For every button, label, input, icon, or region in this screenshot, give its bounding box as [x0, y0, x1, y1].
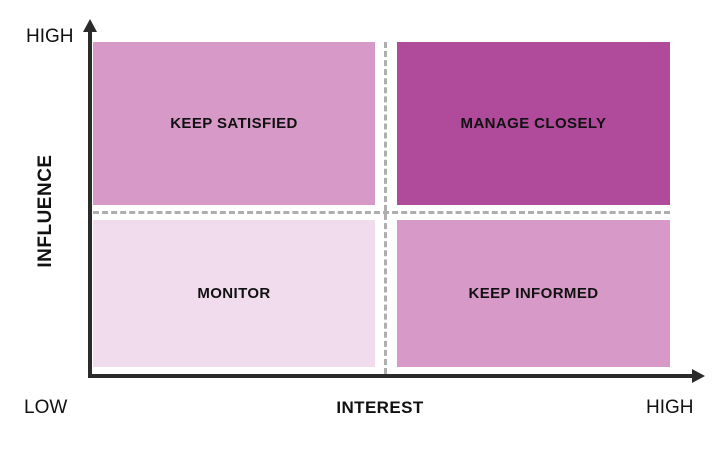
arrow-up-icon — [83, 19, 97, 32]
quadrant-label-keep-informed: KEEP INFORMED — [468, 285, 599, 302]
divider-vertical-dashed — [384, 42, 387, 374]
quadrant-label-monitor: MONITOR — [197, 285, 271, 302]
x-axis-title: INTEREST — [336, 398, 424, 417]
x-axis-high-label: HIGH — [646, 397, 694, 418]
quadrant-monitor: MONITOR — [93, 220, 375, 367]
quadrant-manage-closely: MANAGE CLOSELY — [397, 42, 670, 205]
quadrant-keep-satisfied: KEEP SATISFIED — [93, 42, 375, 205]
y-axis-high-label: HIGH — [26, 26, 74, 47]
y-axis-line — [88, 30, 92, 378]
divider-horizontal-dashed — [93, 211, 670, 214]
arrow-right-icon — [692, 369, 705, 383]
y-axis-title: INFLUENCE — [35, 154, 56, 268]
x-axis-line — [88, 374, 700, 378]
x-axis-low-label: LOW — [24, 397, 68, 418]
quadrant-label-keep-satisfied: KEEP SATISFIED — [170, 115, 298, 132]
quadrant-keep-informed: KEEP INFORMED — [397, 220, 670, 367]
quadrant-label-manage-closely: MANAGE CLOSELY — [460, 115, 607, 132]
